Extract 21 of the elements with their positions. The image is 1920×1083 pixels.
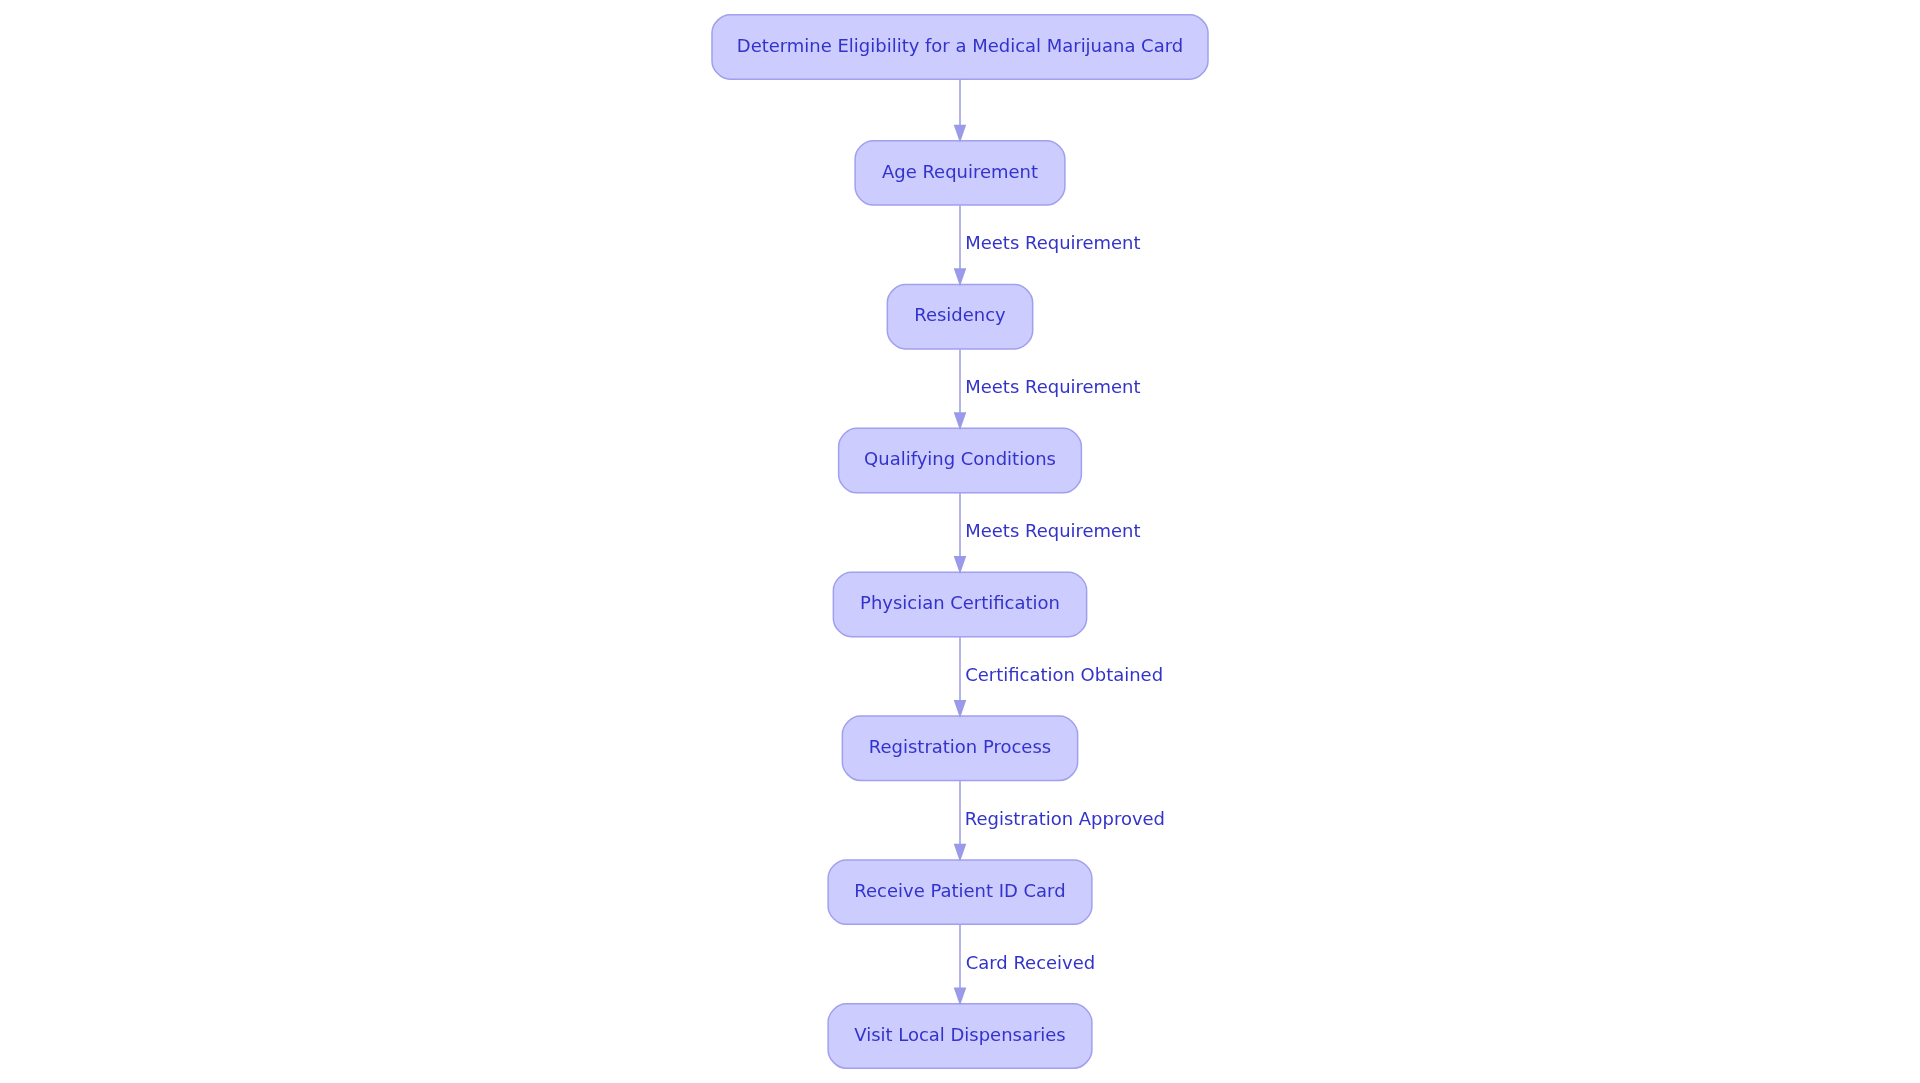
node-box: Qualifying Conditions xyxy=(837,427,1083,494)
node-box: Receive Patient ID Card xyxy=(827,859,1093,926)
node-box: Physician Certification xyxy=(832,571,1088,638)
arrow xyxy=(953,348,967,431)
arrow xyxy=(953,492,967,575)
arrow xyxy=(953,78,967,143)
arrow xyxy=(953,780,967,862)
node-box: Determine Eligibility for a Medical Marijuana Card xyxy=(711,14,1209,80)
arrow xyxy=(953,924,967,1006)
arrow xyxy=(953,636,967,718)
edge-label: Certification Obtained xyxy=(965,664,1164,686)
node-box: Visit Local Dispensaries xyxy=(827,1003,1093,1069)
edge-label: Card Received xyxy=(965,951,1096,973)
edge-label: Meets Requirement xyxy=(965,232,1141,254)
edge-label: Meets Requirement xyxy=(965,376,1141,398)
node-box: Age Requirement xyxy=(854,139,1066,206)
node-box: Residency xyxy=(886,283,1034,350)
arrow xyxy=(953,204,967,287)
node-box: Registration Process xyxy=(841,715,1079,782)
edge-label: Registration Approved xyxy=(964,807,1166,829)
edge-label: Meets Requirement xyxy=(965,520,1141,542)
